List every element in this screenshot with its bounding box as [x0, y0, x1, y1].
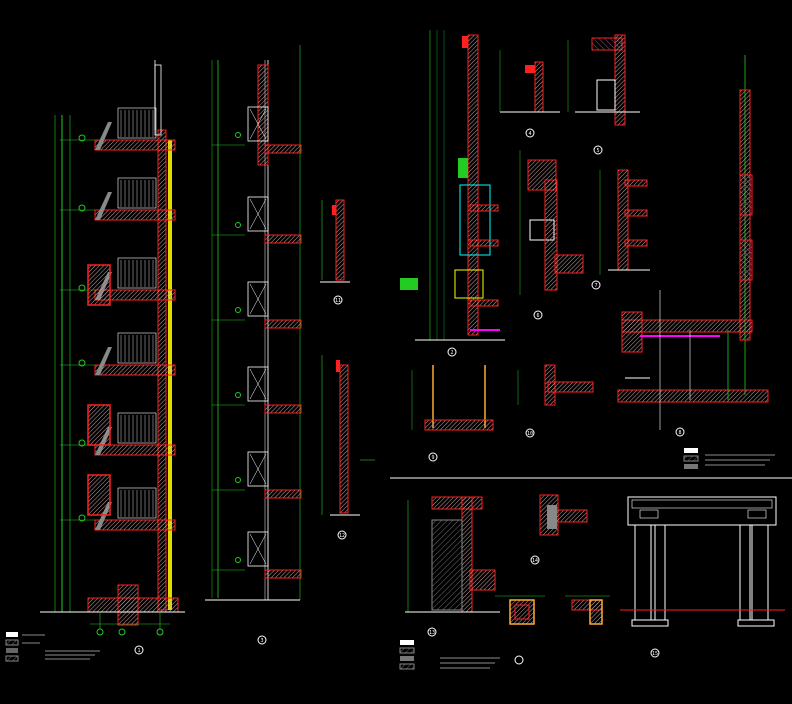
detail-5-roof-detail: 5 [567, 34, 640, 155]
title-block-upper [683, 448, 775, 469]
bay-window [87, 474, 111, 516]
window-frame [247, 281, 269, 317]
window-sill [95, 122, 112, 150]
floor-slab [264, 489, 302, 499]
floor-slab [264, 569, 302, 579]
detail-4-eave: 4 [499, 50, 560, 138]
detail-1-label-bubble [134, 645, 144, 655]
detail-3-label: 3 [260, 638, 263, 644]
detail-10-label: 10 [527, 431, 533, 437]
detail-7-wall-detail: 7 [591, 169, 650, 290]
detail-3-label-bubble [257, 635, 267, 645]
detail-6-label: 6 [536, 313, 539, 319]
railing [117, 332, 157, 364]
detail-1-wall-section: 1 [5, 60, 185, 662]
detail-14-label: 14 [532, 558, 538, 564]
level-bubble [78, 359, 86, 367]
detail-10-overhang: 10 [517, 364, 594, 438]
window-frame [247, 531, 269, 567]
detail-15-label: 15 [652, 651, 658, 657]
detail-5-label-bubble [593, 145, 603, 155]
detail-12-wall-strip: 12 [321, 355, 375, 540]
detail-13-foundation: 13 [405, 496, 500, 637]
floor-slab [264, 319, 302, 329]
level-bubble [78, 514, 86, 522]
floor-slab [264, 404, 302, 414]
detail-1-legend [5, 632, 100, 662]
level-bubble [235, 477, 241, 483]
detail-9-label: 9 [431, 455, 434, 461]
railing [117, 412, 157, 444]
detail-13-label: 13 [429, 630, 435, 636]
detail-5-label: 5 [596, 148, 599, 154]
detail-4-label-bubble [525, 128, 535, 138]
level-bubble [235, 392, 241, 398]
detail-8-eaves-section: 8 [617, 55, 769, 437]
detail-11-label: 11 [335, 298, 341, 304]
level-bubble [235, 222, 241, 228]
window-cross [249, 368, 267, 400]
detail-14-column-detail: 14 [530, 494, 588, 565]
column-plan-details [495, 595, 610, 665]
bay-window [87, 404, 111, 446]
detail-12-label: 12 [339, 533, 345, 539]
detail-12-label-bubble [337, 530, 347, 540]
detail-6-stair-section: 6 [519, 150, 584, 320]
detail-15-frame-elevation: 15 [620, 496, 785, 658]
level-bubble [235, 132, 241, 138]
window-frame [247, 366, 269, 402]
title-block-lower [399, 640, 500, 670]
detail-2-label: 2 [450, 350, 453, 356]
railing [117, 107, 157, 139]
detail-13-label-bubble [427, 627, 437, 637]
detail-8-label-bubble [675, 427, 685, 437]
window-cross [249, 533, 267, 565]
level-bubble [78, 134, 86, 142]
detail-14-label-bubble [530, 555, 540, 565]
level-bubble [78, 439, 86, 447]
level-bubble [235, 557, 241, 563]
window-cross [249, 198, 267, 230]
floor-slab [94, 519, 176, 531]
window-cross [249, 108, 267, 140]
window-frame [247, 106, 269, 142]
detail-10-label-bubble [525, 428, 535, 438]
detail-8-label: 8 [678, 430, 681, 436]
detail-1-label: 1 [137, 648, 140, 654]
floor-slab [94, 139, 176, 151]
detail-3-wall-section: 3 [205, 45, 302, 645]
detail-9-gutter: 9 [411, 365, 494, 462]
railing [117, 257, 157, 289]
window-frame [247, 451, 269, 487]
detail-2-wall-section: 2 [400, 30, 505, 357]
floor-slab [264, 234, 302, 244]
railing [117, 177, 157, 209]
level-bubble [78, 284, 86, 292]
floor-slab [264, 144, 302, 154]
window-sill [95, 347, 112, 375]
detail-2-label-bubble [447, 347, 457, 357]
window-frame [247, 196, 269, 232]
level-bubble [78, 204, 86, 212]
railing [117, 487, 157, 519]
floor-slab [94, 209, 176, 221]
window-sill [95, 192, 112, 220]
bay-window [87, 264, 111, 306]
floor-slab [94, 364, 176, 376]
detail-7-label-bubble [591, 280, 601, 290]
detail-6-label-bubble [533, 310, 543, 320]
detail-15-label-bubble [650, 648, 660, 658]
detail-9-label-bubble [428, 452, 438, 462]
level-bubble [235, 307, 241, 313]
detail-7-label: 7 [594, 283, 597, 289]
window-cross [249, 283, 267, 315]
window-cross [249, 453, 267, 485]
detail-11-label-bubble [333, 295, 343, 305]
floor-slab [94, 444, 176, 456]
detail-11-parapet: 11 [320, 199, 350, 305]
detail-4-label: 4 [528, 131, 531, 137]
